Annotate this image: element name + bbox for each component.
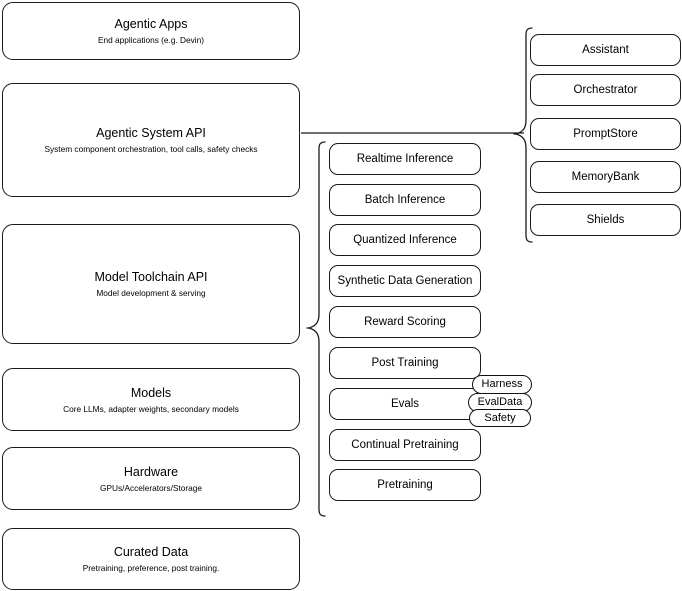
toolchain-chip-continual-pretraining[interactable]: Continual Pretraining bbox=[329, 429, 481, 461]
toolchain-chip-pretraining[interactable]: Pretraining bbox=[329, 469, 481, 501]
chip-label: Pretraining bbox=[377, 479, 433, 491]
chip-label: Quantized Inference bbox=[353, 234, 457, 246]
brace-model-toolchain-components bbox=[306, 140, 326, 518]
toolchain-chip-post-training[interactable]: Post Training bbox=[329, 347, 481, 379]
system-chip-promptstore[interactable]: PromptStore bbox=[530, 118, 681, 150]
system-chip-assistant[interactable]: Assistant bbox=[530, 34, 681, 66]
toolchain-chip-batch-inference[interactable]: Batch Inference bbox=[329, 184, 481, 216]
layer-box-models[interactable]: Models Core LLMs, adapter weights, secon… bbox=[2, 368, 300, 431]
toolchain-chip-reward-scoring[interactable]: Reward Scoring bbox=[329, 306, 481, 338]
layer-box-model-toolchain-api[interactable]: Model Toolchain API Model development & … bbox=[2, 224, 300, 344]
chip-label: Orchestrator bbox=[573, 84, 638, 96]
layer-subtitle: System component orchestration, tool cal… bbox=[44, 144, 258, 154]
layer-subtitle: Model development & serving bbox=[96, 288, 206, 298]
chip-label: PromptStore bbox=[573, 128, 638, 140]
chip-label: Shields bbox=[586, 214, 625, 226]
layer-subtitle: Pretraining, preference, post training. bbox=[82, 563, 220, 573]
layer-subtitle: End applications (e.g. Devin) bbox=[97, 35, 205, 45]
layer-box-hardware[interactable]: Hardware GPUs/Accelerators/Storage bbox=[2, 447, 300, 510]
layer-title: Models bbox=[130, 385, 172, 400]
brace-agentic-system-components bbox=[513, 26, 533, 244]
layer-subtitle: Core LLMs, adapter weights, secondary mo… bbox=[63, 403, 239, 414]
layer-title: Agentic System API bbox=[96, 126, 206, 140]
system-chip-shields[interactable]: Shields bbox=[530, 204, 681, 236]
layer-title: Hardware bbox=[123, 464, 179, 479]
pill-label: Harness bbox=[481, 378, 523, 390]
chip-label: MemoryBank bbox=[571, 171, 640, 183]
layer-title: Model Toolchain API bbox=[94, 270, 208, 284]
toolchain-chip-evals[interactable]: Evals bbox=[329, 388, 481, 420]
system-chip-orchestrator[interactable]: Orchestrator bbox=[530, 74, 681, 106]
toolchain-chip-quantized-inference[interactable]: Quantized Inference bbox=[329, 224, 481, 256]
layer-title: Agentic Apps bbox=[114, 17, 188, 31]
chip-label: Post Training bbox=[371, 357, 439, 369]
pill-label: Safety bbox=[484, 411, 516, 424]
layer-subtitle: GPUs/Accelerators/Storage bbox=[100, 482, 202, 493]
chip-label: Continual Pretraining bbox=[351, 439, 459, 451]
system-chip-memorybank[interactable]: MemoryBank bbox=[530, 161, 681, 193]
layer-title: Curated Data bbox=[113, 545, 189, 559]
chip-label: Realtime Inference bbox=[356, 153, 454, 165]
toolchain-chip-synthetic-data-generation[interactable]: Synthetic Data Generation bbox=[329, 265, 481, 297]
chip-label: Synthetic Data Generation bbox=[337, 275, 473, 287]
layer-box-agentic-apps[interactable]: Agentic Apps End applications (e.g. Devi… bbox=[2, 2, 300, 60]
eval-pill-safety[interactable]: Safety bbox=[469, 409, 531, 427]
connector-system-api-to-components bbox=[300, 126, 526, 140]
layer-box-curated-data[interactable]: Curated Data Pretraining, preference, po… bbox=[2, 528, 300, 590]
layer-box-agentic-system-api[interactable]: Agentic System API System component orch… bbox=[2, 83, 300, 197]
pill-label: EvalData bbox=[477, 396, 523, 408]
chip-label: Assistant bbox=[582, 44, 629, 56]
toolchain-chip-realtime-inference[interactable]: Realtime Inference bbox=[329, 143, 481, 175]
chip-label: Reward Scoring bbox=[364, 316, 446, 328]
eval-pill-harness[interactable]: Harness bbox=[472, 375, 532, 394]
chip-label: Batch Inference bbox=[364, 194, 446, 206]
chip-label: Evals bbox=[390, 398, 420, 410]
